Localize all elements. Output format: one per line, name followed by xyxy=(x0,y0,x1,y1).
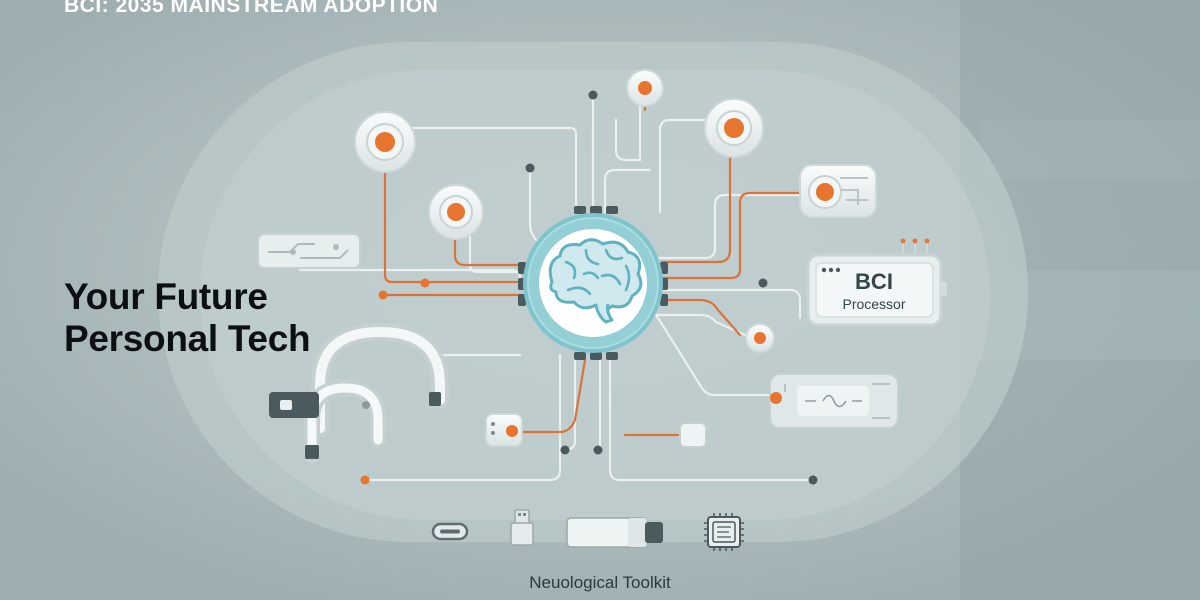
sensor-node xyxy=(745,323,775,353)
headband-sensor-pad xyxy=(269,392,319,418)
circuit-traces xyxy=(298,86,827,482)
bci-processor-box xyxy=(806,238,947,327)
hardware-module-icon xyxy=(566,517,663,548)
brain-icon xyxy=(548,238,643,324)
junction-dots xyxy=(360,90,818,485)
circuit-chip-module xyxy=(257,233,361,269)
circuit-chip-module xyxy=(485,413,523,447)
sensor-node xyxy=(626,69,664,107)
headline: Your Future Personal Tech xyxy=(64,276,311,360)
headline-line-1: Your Future xyxy=(64,276,268,317)
processor-title: BCI xyxy=(855,269,893,294)
sensor-node xyxy=(428,184,484,240)
headline-line-2: Personal Tech xyxy=(64,318,311,359)
page-title: BCI: 2035 MAINSTREAM ADOPTION xyxy=(64,0,439,17)
sensor-node xyxy=(704,98,764,158)
circuit-chip-module xyxy=(769,373,899,429)
circuit-chip-module xyxy=(799,164,877,218)
circuit-chip-module xyxy=(679,422,707,448)
usb-c-cable-icon xyxy=(431,522,469,541)
toolkit-label: Neuological Toolkit xyxy=(529,573,671,592)
processor-subtitle: Processor xyxy=(842,296,905,312)
usb-drive-icon xyxy=(510,509,534,546)
sensor-node xyxy=(354,111,416,173)
microchip-icon xyxy=(704,513,744,551)
